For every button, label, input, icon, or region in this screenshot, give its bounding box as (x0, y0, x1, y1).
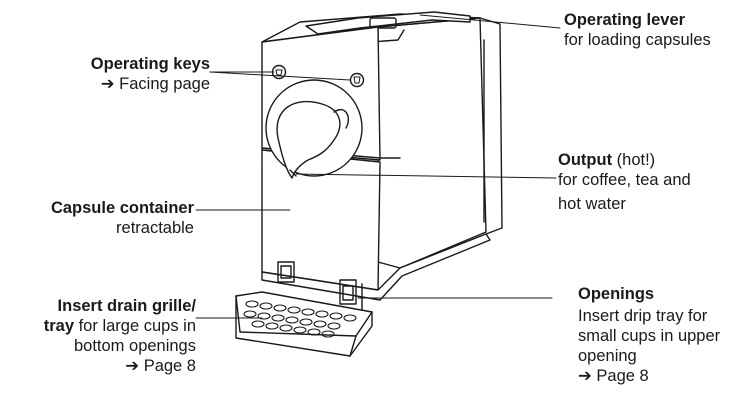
label-openings-sub-2: small cups in upper (578, 327, 721, 345)
label-drain-grille-sub-2: bottom openings (73, 337, 196, 355)
label-operating-lever: Operating lever for loading capsules (564, 10, 711, 50)
label-operating-lever-title: Operating lever (564, 11, 686, 29)
label-capsule-container: Capsule container retractable (51, 198, 194, 238)
label-output: Output (hot!) for coffee, tea and hot wa… (558, 150, 691, 214)
leader-operating-keys-2 (209, 71, 351, 81)
label-operating-keys: Operating keys ➔ Facing page (91, 54, 210, 94)
upper-opening-left (277, 261, 295, 283)
label-openings-sub-1: Insert drip tray for (578, 307, 708, 325)
label-openings-sub-3: opening (578, 347, 637, 365)
brew-head-output (276, 100, 341, 179)
label-openings: Openings Insert drip tray for small cups… (578, 284, 720, 386)
label-output-sub-2: hot water (558, 195, 626, 213)
label-operating-lever-sub: for loading capsules (564, 31, 711, 49)
leader-lines (195, 14, 561, 319)
label-output-sub-1: for coffee, tea and (558, 171, 691, 189)
label-drain-grille-line-2: tray for large cups in (43, 317, 196, 335)
operating-lever (305, 11, 471, 35)
drain-grille-holes (243, 300, 357, 338)
label-capsule-container-sub: retractable (116, 219, 194, 237)
label-drain-grille-title-1: Insert drain grille/ (57, 297, 196, 315)
label-openings-title: Openings (578, 285, 655, 303)
machine-side-panel (377, 17, 487, 269)
label-drain-grille: Insert drain grille/ tray for large cups… (44, 296, 196, 376)
label-capsule-container-title: Capsule container (50, 199, 194, 217)
label-output-line-1: Output (hot!) (558, 151, 656, 169)
machine-base (261, 233, 491, 301)
leader-output (295, 173, 557, 179)
leader-operating-lever (419, 14, 561, 29)
label-operating-keys-ref: ➔ Facing page (100, 75, 210, 93)
upper-opening-right (339, 279, 357, 305)
label-drain-grille-ref: ➔ Page 8 (125, 357, 196, 375)
label-operating-keys-title: Operating keys (90, 55, 210, 73)
label-openings-ref: ➔ Page 8 (578, 367, 649, 385)
